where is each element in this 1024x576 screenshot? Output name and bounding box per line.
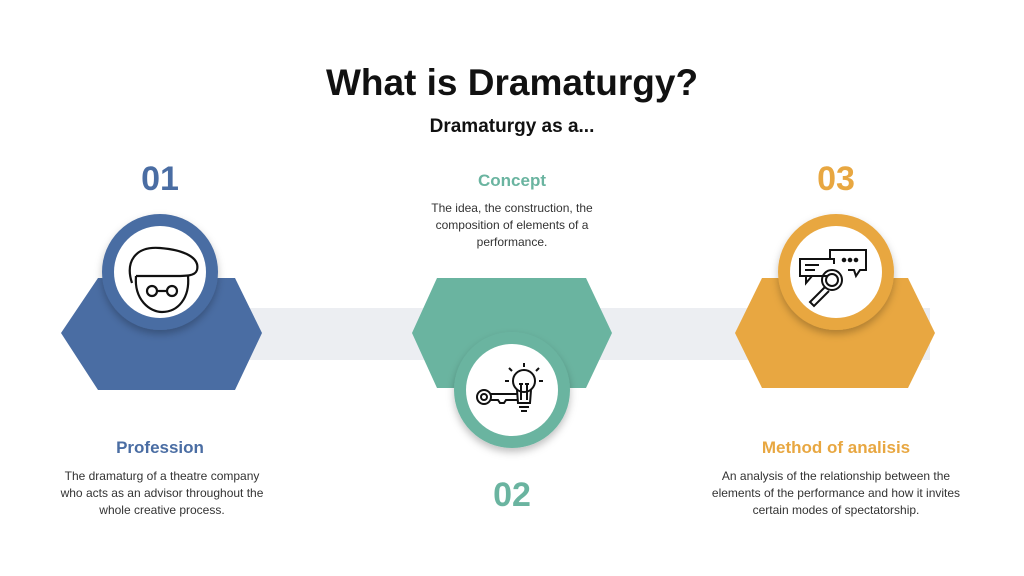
hexagon-method	[735, 278, 935, 388]
page-subtitle: Dramaturgy as a...	[429, 116, 595, 137]
item-heading-profession: Profession	[116, 438, 204, 457]
item-number-02: 02	[493, 476, 531, 514]
item-number-01: 01	[141, 160, 179, 198]
item-description-concept: The idea, the construction, the composit…	[431, 201, 593, 249]
chat-magnifier-icon	[799, 249, 867, 308]
page-title: What is Dramaturgy?	[325, 62, 699, 103]
item-description-method: An analysis of the relationship between …	[711, 469, 961, 517]
item-number-03: 03	[817, 160, 855, 198]
item-heading-method: Method of analisis	[761, 438, 911, 457]
item-description-profession: The dramaturg of a theatre company who a…	[60, 469, 264, 517]
item-heading-concept: Concept	[478, 171, 546, 190]
dramaturg-beret-glasses-icon	[128, 246, 199, 314]
key-lightbulb-icon	[476, 363, 543, 412]
hexagon-profession	[61, 278, 262, 390]
